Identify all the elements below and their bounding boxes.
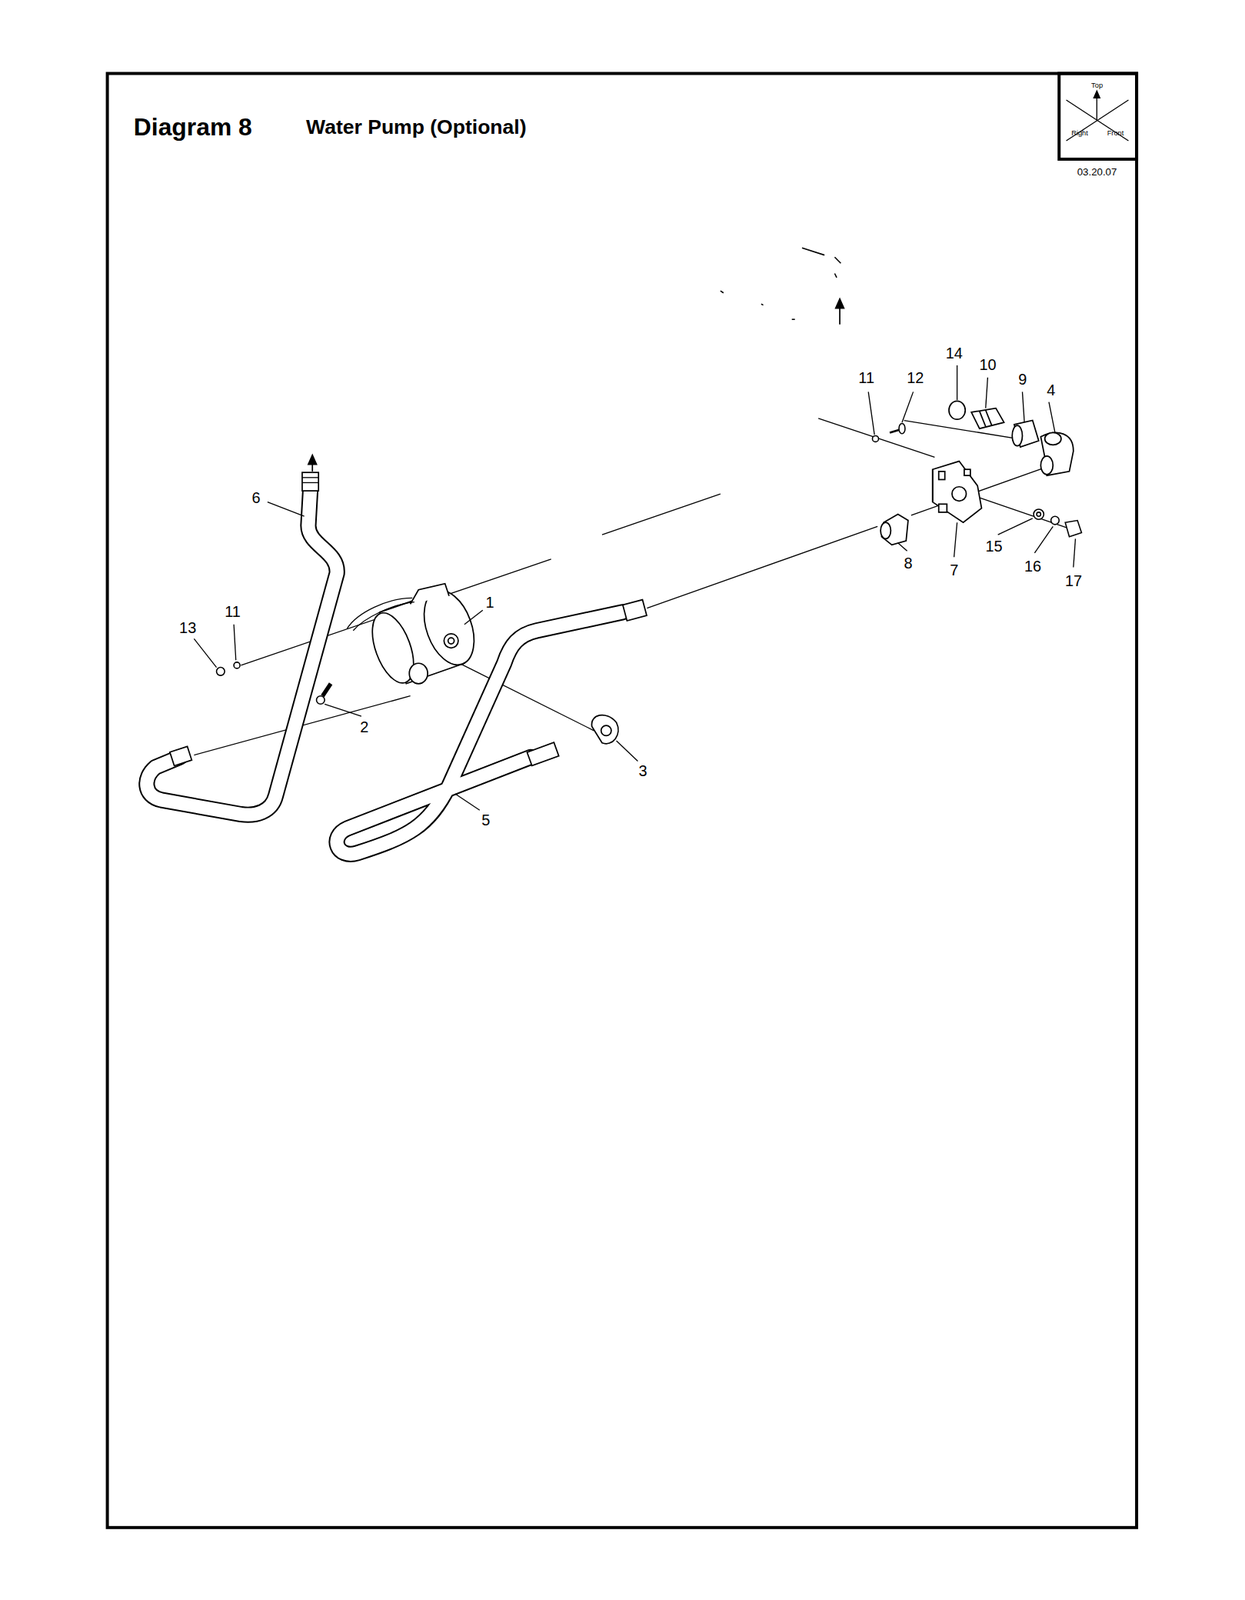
callout-number: 6 [251, 489, 262, 507]
screw-washer [872, 423, 906, 443]
callout-number: 16 [1023, 558, 1042, 576]
flow-arrow [308, 299, 844, 472]
elbow-fitting [591, 715, 618, 744]
wire-terminal [316, 683, 332, 705]
callout-number: 3 [638, 762, 649, 780]
compass-label: Right [1071, 128, 1089, 137]
hose [336, 599, 647, 855]
callout-number: 1 [484, 594, 495, 612]
compass-label: Top [1091, 81, 1103, 90]
page-frame [107, 73, 1137, 1528]
callout-number: 14 [945, 346, 964, 363]
compass-box [1058, 73, 1137, 160]
callout-number: 7 [948, 562, 959, 580]
callout-number: 15 [984, 538, 1003, 556]
coupling [1011, 420, 1039, 447]
bulkhead-fitting [880, 514, 909, 546]
callout-number: 11 [857, 369, 876, 387]
orientation-compass [1066, 90, 1129, 141]
callout-number: 10 [978, 356, 998, 374]
nut-washer [216, 662, 241, 676]
leader-line [193, 365, 1076, 810]
revision-date: 03.20.07 [1077, 166, 1118, 179]
callout-number: 12 [905, 369, 925, 387]
elbow-fitting [1040, 432, 1073, 476]
cap [948, 400, 966, 420]
diagram-subtitle: Water Pump (Optional) [306, 116, 526, 139]
mounting-bracket [932, 461, 983, 523]
washer-bolt [1033, 509, 1082, 537]
threaded-fitting [971, 408, 1004, 430]
callout-number: 17 [1064, 572, 1083, 590]
callout-number: 8 [903, 555, 914, 573]
callout-number: 13 [178, 620, 197, 638]
callout-number: 5 [480, 812, 491, 829]
callout-number: 2 [359, 719, 370, 736]
water-pump [346, 582, 483, 688]
compass-label: Front [1107, 128, 1125, 137]
callout-number: 4 [1045, 382, 1056, 400]
diagram-title: Diagram 8 [133, 113, 253, 141]
callout-number: 9 [1017, 371, 1028, 389]
hose [146, 472, 337, 815]
callout-number: 11 [223, 603, 242, 621]
fragment-marks [720, 247, 842, 320]
